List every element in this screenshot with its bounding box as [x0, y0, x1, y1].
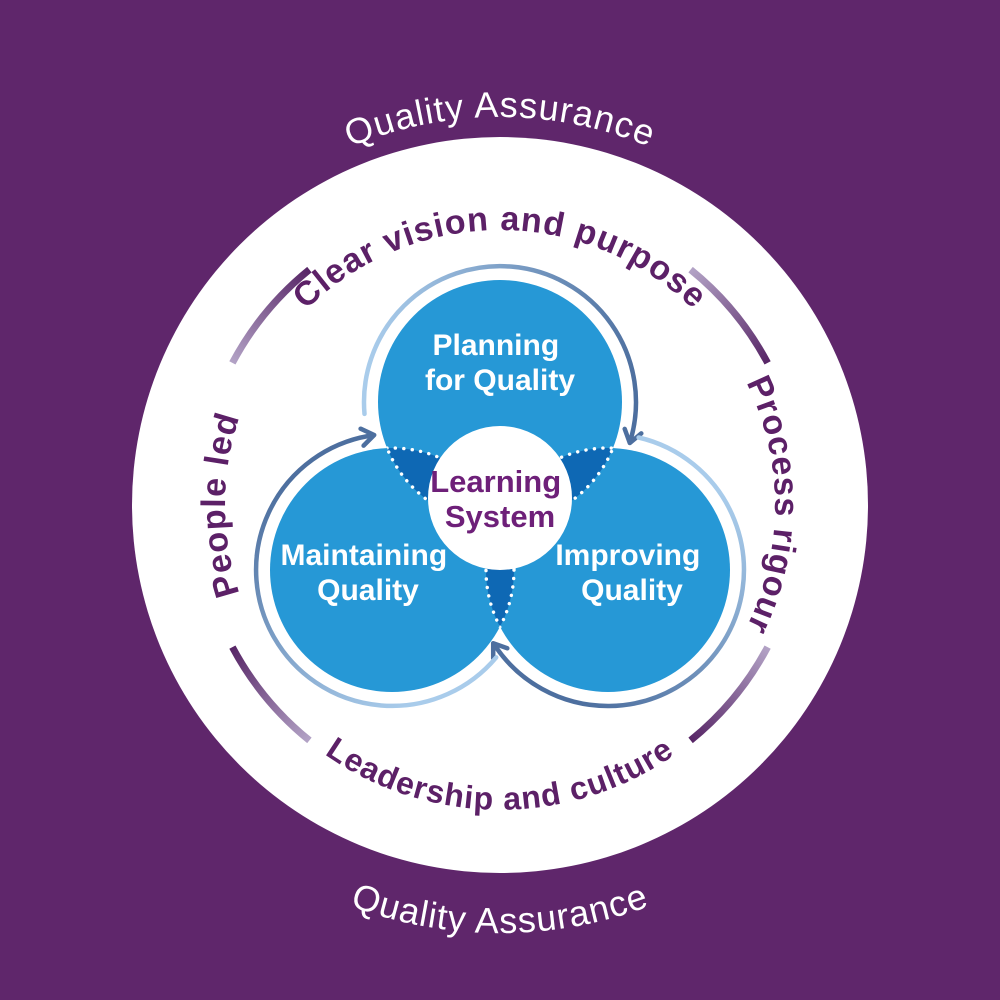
arrowhead-to-planning-icon [358, 426, 377, 448]
ring-separator-bottom-left [229, 645, 312, 744]
flow-arc-maintaining-to-planning [253, 433, 499, 709]
arrowhead-to-maintaining-icon [490, 640, 510, 661]
label-learning-system: Learning System [430, 464, 570, 534]
dotted-edge-maintaining [378, 446, 516, 692]
label-planning: Planning for Quality [425, 329, 575, 397]
center-hub-circle [428, 426, 572, 570]
dotted-overlap-edges [376, 446, 624, 692]
ring-separator-top-left [229, 266, 312, 365]
flow-arc-planning-to-improving [361, 263, 639, 440]
label-improving: Improving Quality [555, 539, 708, 607]
ring-separator-top-right [688, 266, 771, 365]
ring-separator-bottom-right [688, 645, 771, 744]
flow-arc-improving-to-maintaining [494, 435, 747, 709]
flow-arrows [253, 263, 747, 709]
label-maintaining: Maintaining Quality [281, 539, 456, 607]
dotted-edge-improving [484, 446, 622, 692]
